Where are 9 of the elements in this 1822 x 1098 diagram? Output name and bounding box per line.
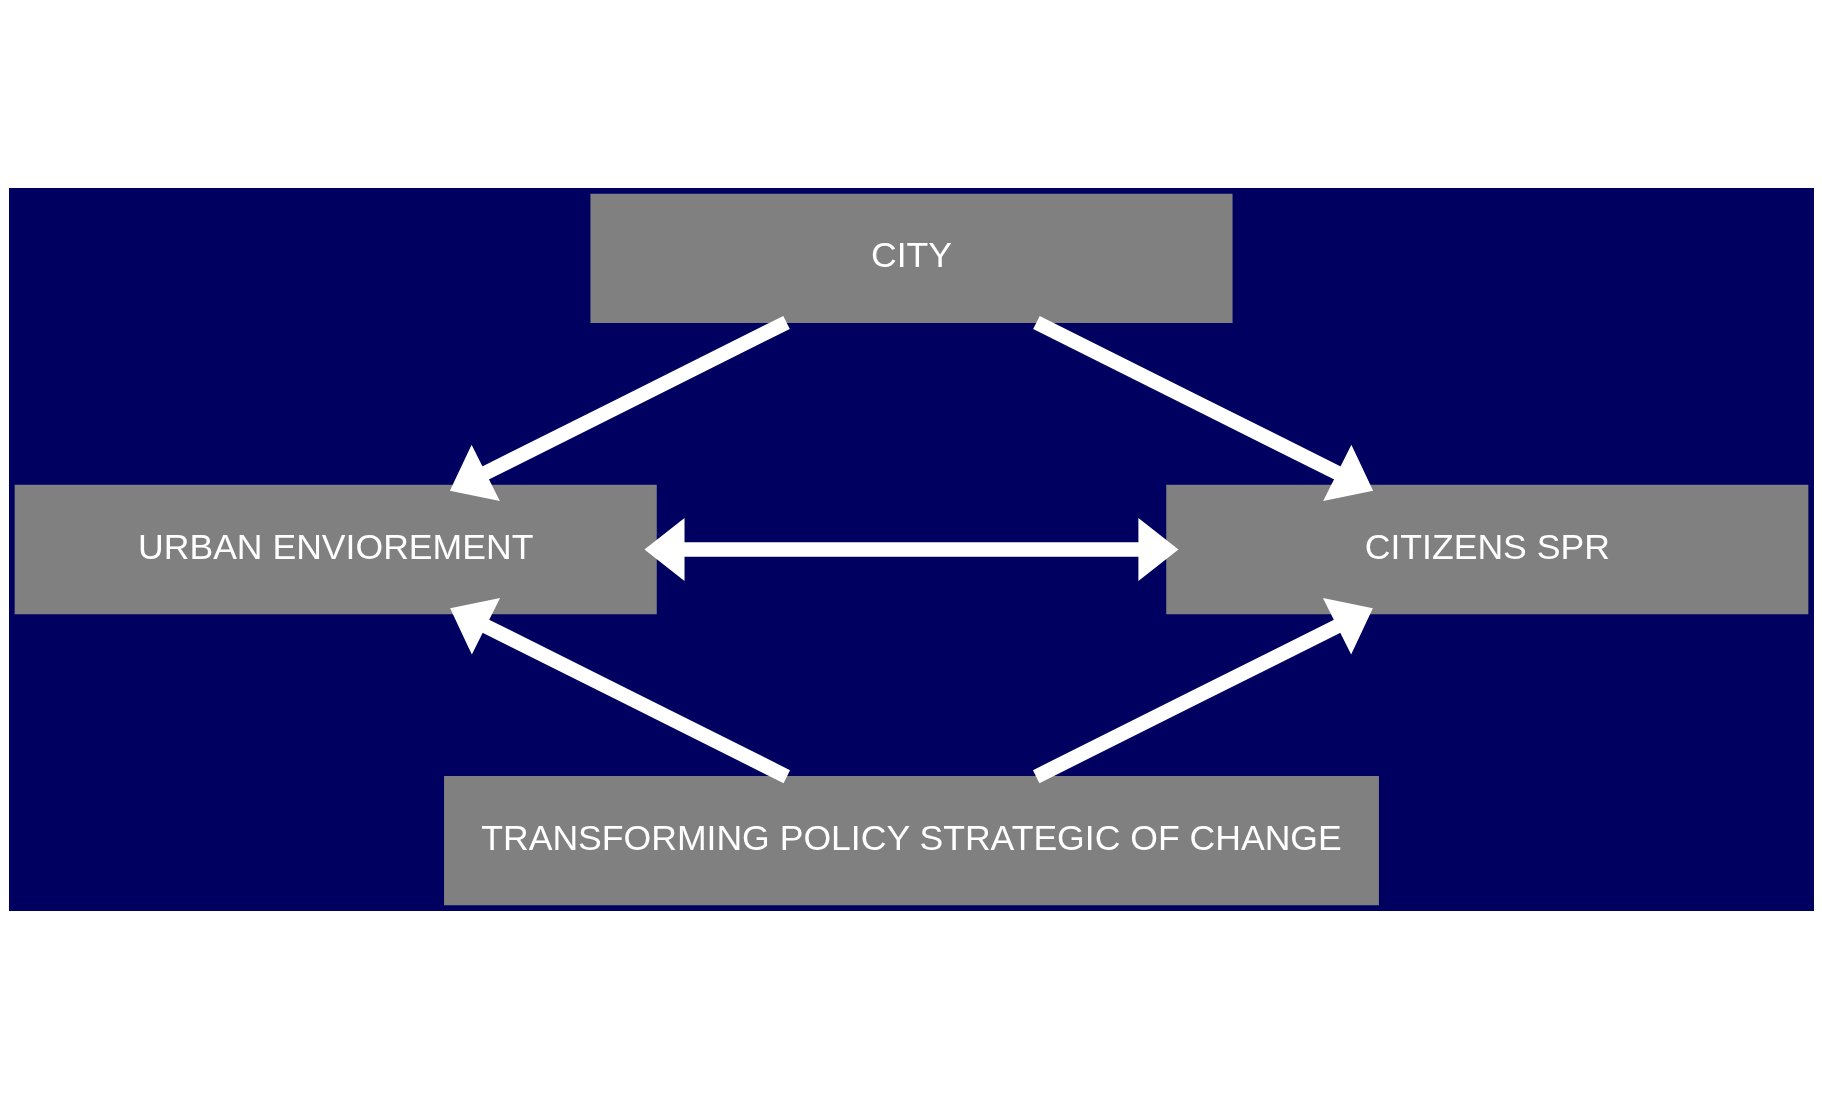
arrow [449,597,790,783]
node-box: CITIZENS SPR [1165,484,1808,614]
node-box: CITY [589,193,1233,323]
node-box: TRANSFORMING POLICY STRATEGIC OF CHANGE [443,775,1379,905]
arrow [449,315,790,501]
arrow [643,517,1178,581]
arrow [1032,315,1373,501]
node-box: URBAN ENVIOREMENT [14,484,657,614]
arrow [1032,597,1373,783]
